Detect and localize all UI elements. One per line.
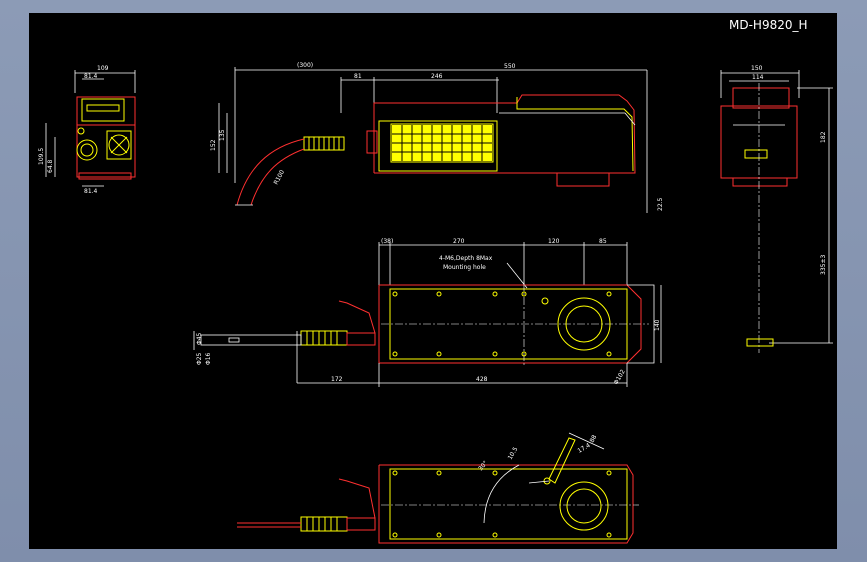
right-width: 150: [751, 65, 763, 72]
top-cable-d2: Φ25: [196, 352, 203, 365]
right-inner: 114: [752, 74, 764, 81]
bottom-angle: 30°: [477, 460, 489, 473]
front-w2: 81.4: [84, 188, 98, 195]
top-len2: 428: [476, 376, 488, 383]
bottom-d1: 10.5: [507, 446, 520, 461]
right-length: 335±3: [820, 255, 827, 275]
top-d2: 120: [548, 238, 560, 245]
right-view: 150 114 182 335±3: [720, 65, 833, 353]
top-hole-note-2: Mounting hole: [443, 264, 486, 271]
top-d3: 85: [599, 238, 607, 245]
top-cable-d3: Φ16: [205, 352, 212, 365]
side-h2: 135: [219, 129, 226, 141]
bottom-d3: 17.4: [577, 442, 592, 455]
top-d0: (38): [381, 238, 393, 245]
front-h2: 64.8: [47, 159, 54, 173]
top-len1: 172: [331, 376, 343, 383]
side-bend: R100: [273, 169, 287, 186]
drawing-title: MD-H9820_H: [729, 18, 808, 32]
front-h1: 109.5: [38, 148, 45, 165]
bottom-d2: 88: [589, 434, 599, 444]
side-d2: 246: [431, 73, 443, 80]
top-hole-note-1: 4-M6,Depth 8Max: [439, 255, 493, 262]
side-total: 550: [504, 63, 516, 70]
drawing-sheet: MD-H9820_H 109 81.4 81.4 109.5 64.8 (30: [29, 13, 837, 549]
bottom-view: 30° 10.5 88 17.4: [237, 432, 639, 544]
side-h1: 152: [210, 139, 217, 151]
top-d1: 270: [453, 238, 465, 245]
front-view: 109 81.4 81.4 109.5 64.8: [38, 65, 136, 195]
side-drop: 22.5: [657, 197, 664, 211]
side-d1: 81: [354, 73, 362, 80]
front-w1: 81.4: [84, 73, 98, 80]
top-width: 140: [654, 319, 661, 331]
top-cable-d1: Φ45: [196, 332, 203, 345]
front-width: 109: [97, 65, 109, 72]
side-view: (300) 550 81 246 R100 152: [210, 62, 664, 213]
top-view: (38) 270 120 85 4-M6,Depth 8Max Mounting…: [193, 238, 662, 387]
cad-drawing: MD-H9820_H 109 81.4 81.4 109.5 64.8 (30: [38, 18, 833, 544]
side-offset: (300): [297, 62, 313, 69]
right-height: 182: [820, 131, 827, 143]
